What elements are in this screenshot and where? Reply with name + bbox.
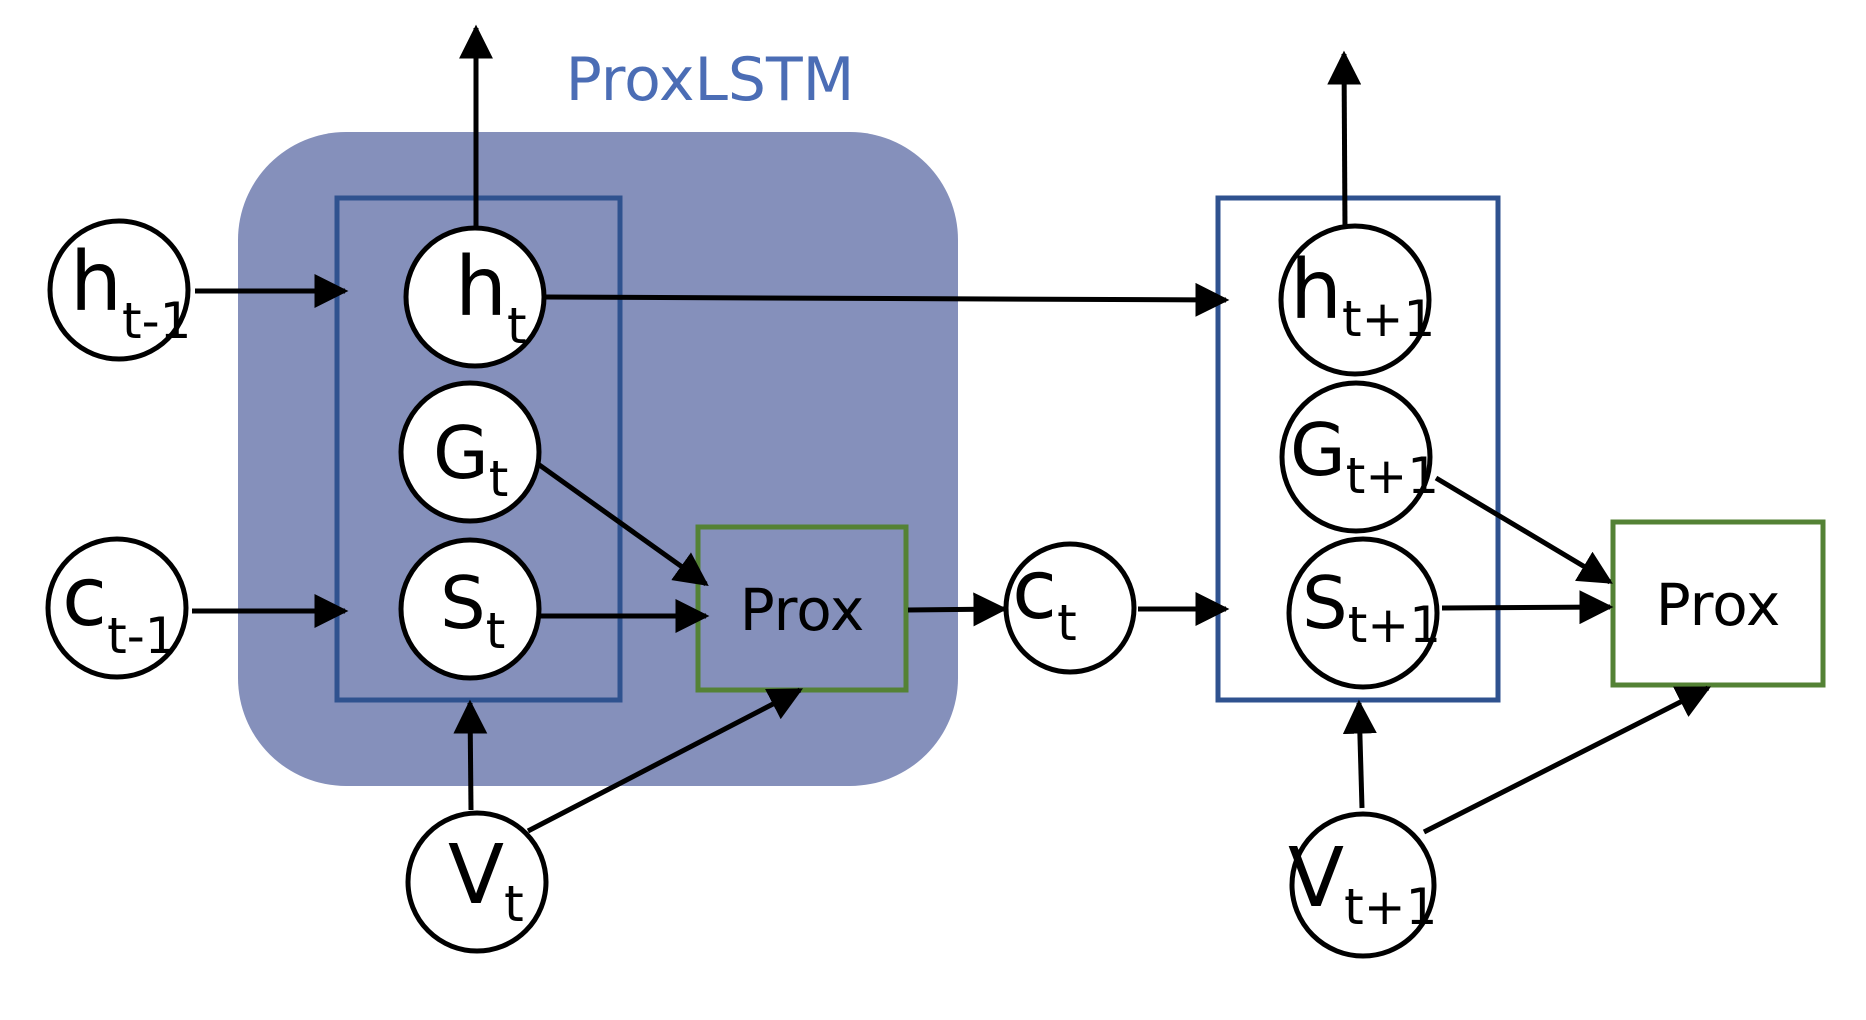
arrow-h-t1-output: [1327, 50, 1362, 231]
arrows: [192, 24, 1712, 835]
prox-label-t1: Prox: [1656, 571, 1781, 639]
node-g-t-sub: t: [489, 450, 509, 508]
arrow-v-t1-to-prox: [1422, 685, 1712, 835]
arrow-s-t1-to-prox: [1441, 590, 1614, 625]
node-v-t: Vt: [405, 810, 549, 954]
node-g-t1-base: G: [1290, 408, 1346, 492]
node-g-t1: Gt+1: [1279, 380, 1439, 534]
arrow-v-t-to-prox: [526, 687, 804, 834]
node-s-t1-sub: t+1: [1348, 596, 1441, 654]
svg-text:Vt+1: Vt+1: [1288, 831, 1437, 936]
svg-text:Gt+1: Gt+1: [1290, 408, 1439, 505]
node-v-t-sub: t: [504, 875, 524, 933]
node-c-t-sub: t: [1057, 594, 1077, 652]
arrow-g-t1-to-prox: [1434, 475, 1613, 585]
node-s-t-sub: t: [486, 602, 506, 660]
arrow-v-t1-to-cell: [1342, 699, 1377, 809]
node-s-t-base: S: [440, 561, 486, 645]
node-v-t1: Vt+1: [1288, 811, 1437, 959]
node-c-t-base: c: [1012, 543, 1057, 638]
arrow-h-t-to-next-cell: [545, 282, 1230, 317]
node-h-t1-base: h: [1290, 243, 1342, 338]
svg-text:St+1: St+1: [1302, 561, 1441, 654]
svg-text:St: St: [440, 561, 505, 660]
node-h-t: ht: [403, 225, 547, 369]
node-c-prev-base: c: [62, 550, 107, 645]
node-h-t-sub: t: [507, 297, 527, 355]
svg-text:Gt: Gt: [433, 411, 508, 508]
svg-text:ht-1: ht-1: [70, 235, 191, 350]
node-g-t-base: G: [433, 411, 489, 495]
svg-text:ct-1: ct-1: [62, 550, 177, 665]
node-v-t-base: V: [448, 828, 504, 923]
node-g-t: Gt: [398, 380, 542, 524]
node-c-t: ct: [1003, 541, 1137, 675]
node-h-prev: ht-1: [47, 218, 191, 362]
svg-text:Vt: Vt: [448, 828, 524, 933]
prox-label-t: Prox: [740, 576, 865, 644]
diagram-title: ProxLSTM: [566, 45, 855, 115]
node-s-t: St: [398, 537, 542, 681]
node-h-prev-sub: t-1: [122, 292, 191, 350]
svg-text:ct: ct: [1012, 543, 1077, 652]
node-h-t-base: h: [455, 240, 507, 335]
svg-text:ht+1: ht+1: [1290, 243, 1435, 348]
node-v-t1-sub: t+1: [1344, 878, 1437, 936]
prox-box-t1: [1610, 519, 1826, 688]
node-c-prev-sub: t-1: [107, 607, 176, 665]
node-h-t1: ht+1: [1278, 223, 1435, 377]
arrow-g-t-to-prox: [536, 461, 709, 587]
node-h-t1-sub: t+1: [1342, 290, 1435, 348]
node-g-t1-sub: t+1: [1346, 447, 1439, 505]
node-s-t1-base: S: [1302, 561, 1348, 645]
arrow-v-t-to-cell: [453, 699, 488, 811]
node-h-prev-base: h: [70, 235, 122, 330]
node-v-t1-base: V: [1288, 831, 1344, 926]
arrow-prox-to-c-t: [907, 592, 1008, 627]
svg-text:ht: ht: [455, 240, 527, 355]
node-s-t1: St+1: [1286, 536, 1441, 690]
node-c-prev: ct-1: [45, 536, 189, 680]
